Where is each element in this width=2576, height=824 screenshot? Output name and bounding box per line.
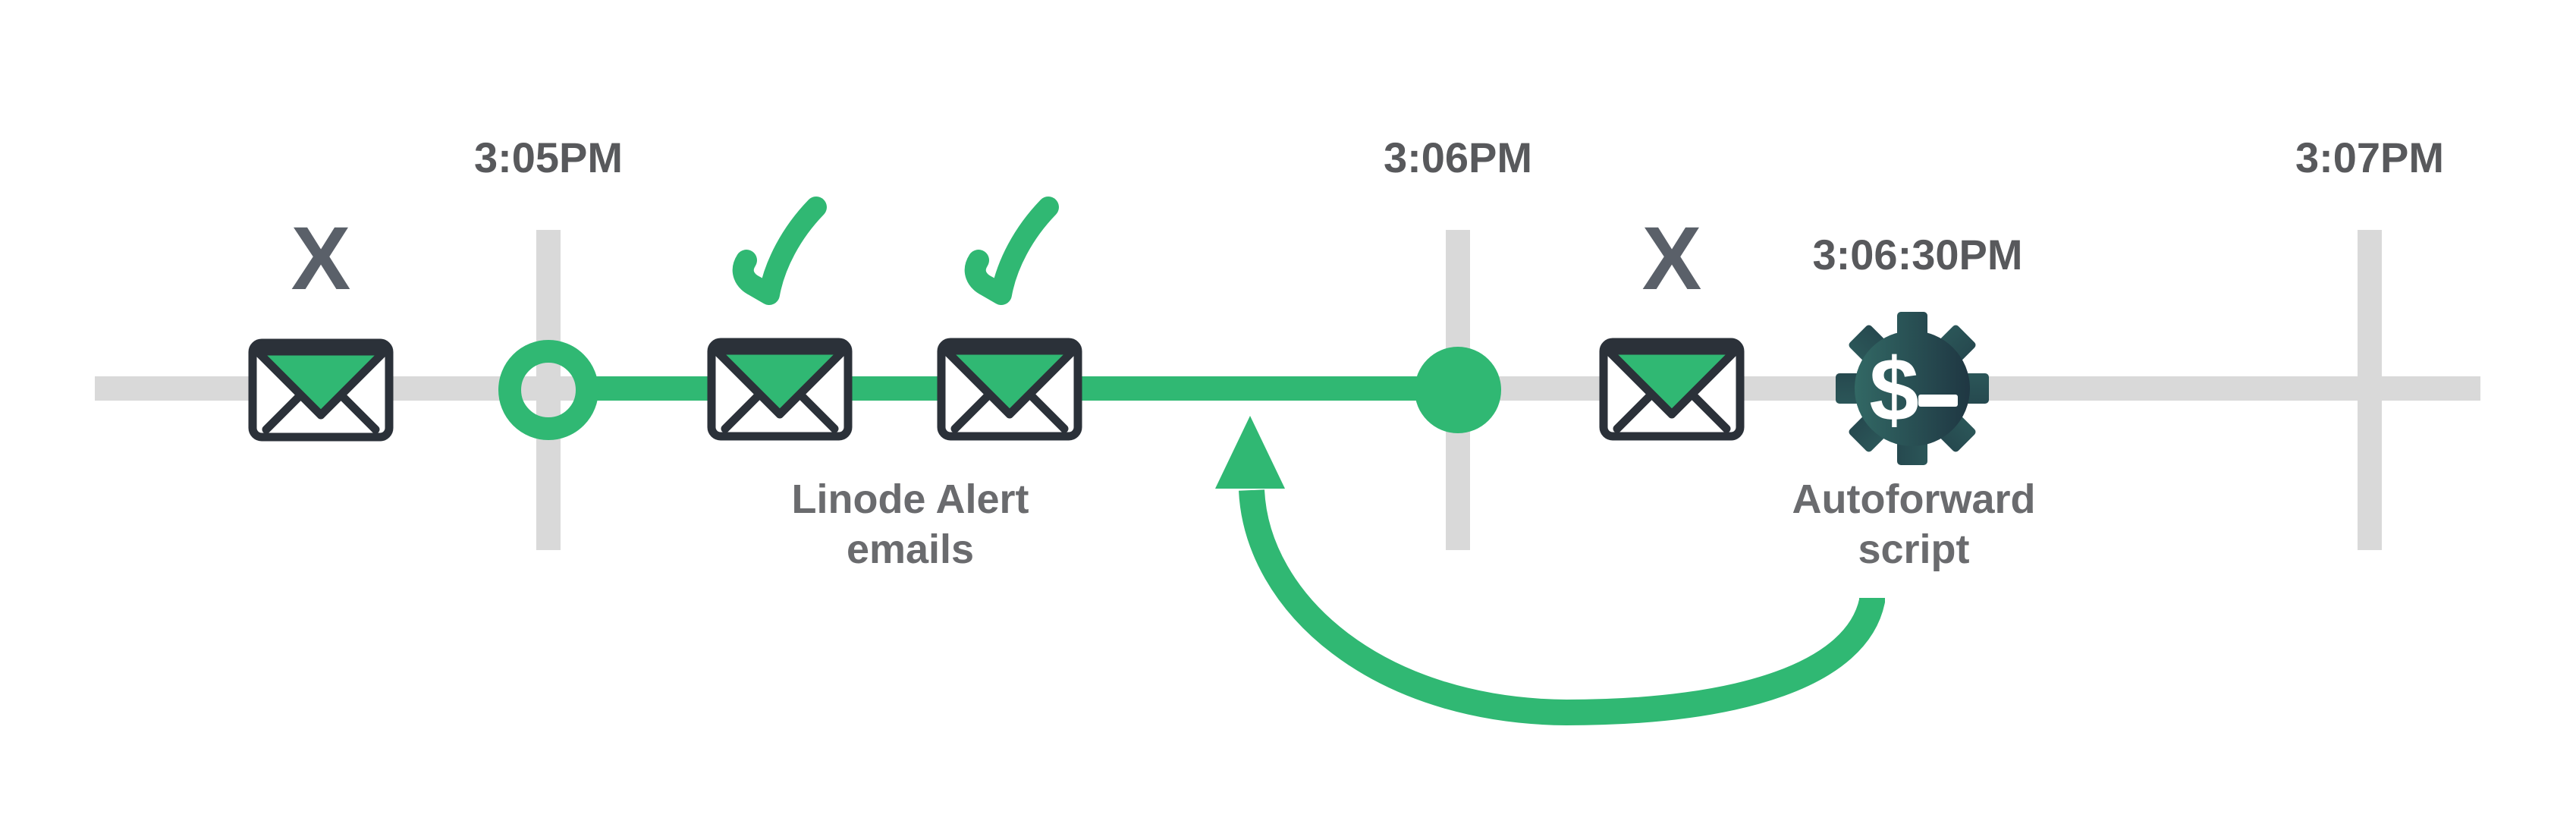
x-icon-1: X xyxy=(291,209,351,309)
checkmark-icon-1 xyxy=(743,207,816,294)
envelope-icon-undelivered-2 xyxy=(1604,342,1740,436)
curved-arrow xyxy=(1239,489,1885,726)
caption-autoforward-script: Autoforward script xyxy=(1724,473,2103,575)
caption-linode-alert-emails: Linode Alert emails xyxy=(721,473,1100,575)
prompt-underscore xyxy=(1918,395,1958,407)
tick-3-07pm xyxy=(2358,230,2382,550)
caption-line: Autoforward xyxy=(1792,476,2036,522)
arrowhead-icon xyxy=(1215,416,1285,489)
tick-3-05pm xyxy=(536,230,561,550)
envelope-icon-delivered-1 xyxy=(712,342,848,436)
caption-line: emails xyxy=(846,527,975,572)
dollar-glyph: $ xyxy=(1869,340,1919,440)
filled-circle-marker xyxy=(1415,347,1501,433)
time-label-3-05pm: 3:05PM xyxy=(473,133,624,181)
gear-dollar-icon: $ xyxy=(1836,312,1989,465)
envelope-icon-undelivered-1 xyxy=(253,343,389,437)
open-circle-marker xyxy=(498,340,598,440)
time-label-3-06-30pm: 3:06:30PM xyxy=(1812,230,2023,278)
caption-line: Linode Alert xyxy=(791,476,1029,522)
time-label-3-07pm: 3:07PM xyxy=(2295,133,2445,181)
checkmark-icon-2 xyxy=(975,207,1048,294)
caption-line: script xyxy=(1858,527,1970,572)
envelope-icon-delivered-2 xyxy=(941,342,1078,436)
x-icon-2: X xyxy=(1641,209,1702,309)
time-label-3-06pm: 3:06PM xyxy=(1383,133,1533,181)
